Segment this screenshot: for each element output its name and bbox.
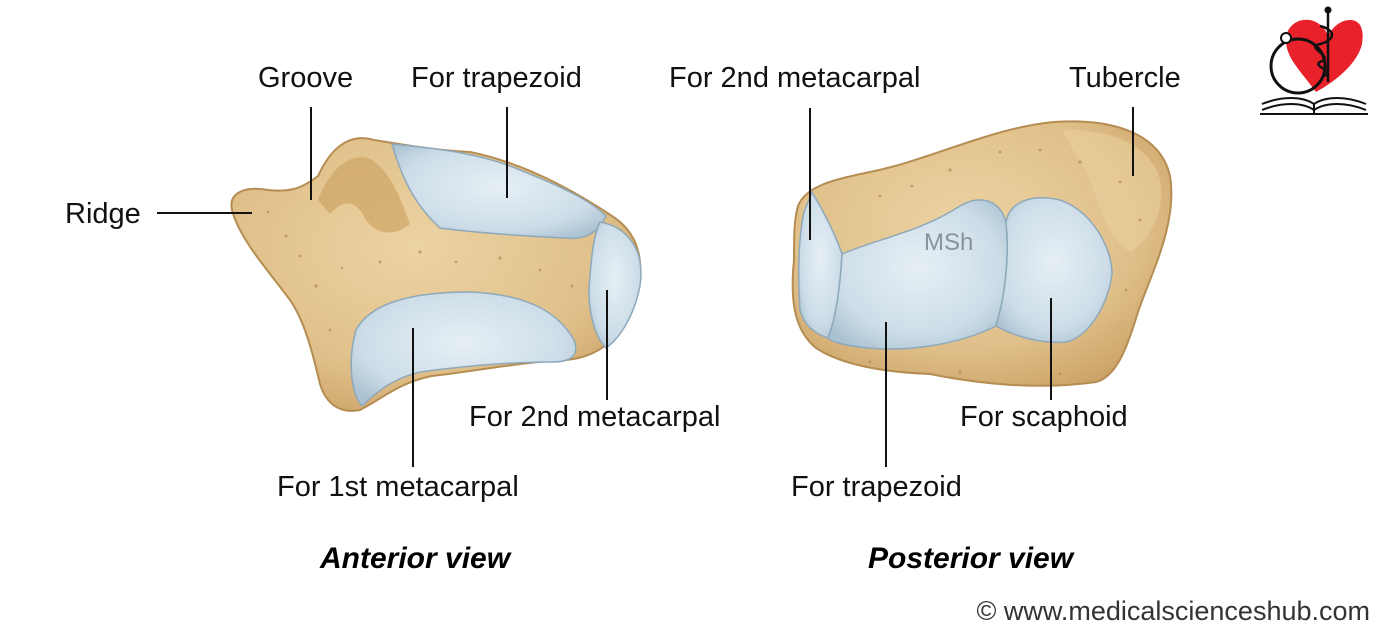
anterior-bone [230,137,642,412]
watermark-text: MSh [924,229,973,256]
stethoscope-icon [1269,37,1327,95]
caduceus-icon [1314,10,1334,82]
label-for-2nd-metacarpal-posterior: For 2nd metacarpal [669,62,921,94]
label-for-2nd-metacarpal-anterior: For 2nd metacarpal [469,401,721,433]
caption-posterior-view: Posterior view [868,542,1074,575]
label-groove: Groove [258,62,354,94]
posterior-bone: MSh [791,120,1173,387]
label-ridge: Ridge [65,198,141,230]
label-for-trapezoid-anterior: For trapezoid [411,62,582,94]
label-for-scaphoid: For scaphoid [960,401,1128,433]
site-logo [1260,6,1368,115]
label-tubercle: Tubercle [1069,62,1181,94]
label-for-1st-metacarpal: For 1st metacarpal [277,471,519,503]
open-book-icon [1260,97,1368,115]
copyright-text: © www.medicalscienceshub.com [976,596,1370,626]
label-for-trapezoid-posterior: For trapezoid [791,471,962,503]
caption-anterior-view: Anterior view [320,542,511,575]
